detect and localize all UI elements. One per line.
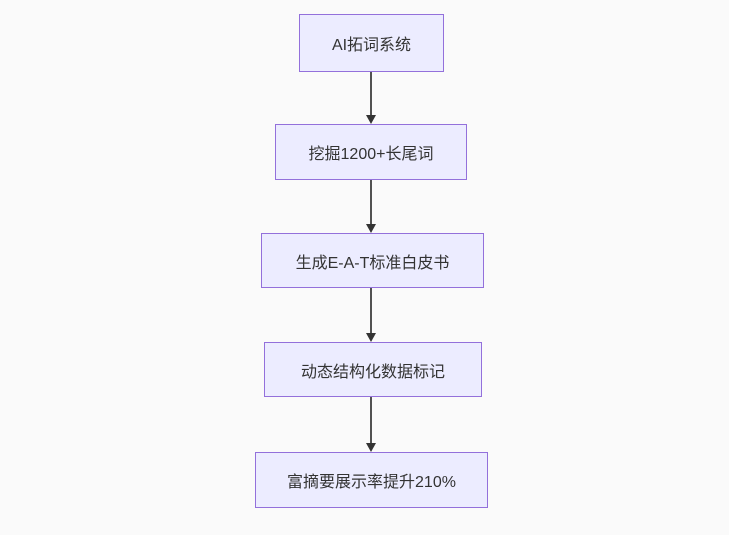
- flow-node-structured-data-markup: 动态结构化数据标记: [264, 342, 482, 397]
- node-label: AI拓词系统: [331, 37, 412, 54]
- flow-edge-1: [363, 72, 379, 124]
- node-label: 动态结构化数据标记: [300, 363, 445, 381]
- flow-node-eat-whitepaper: 生成E-A-T标准白皮书: [261, 233, 484, 288]
- arrowhead-down-icon: [366, 115, 376, 124]
- flow-node-rich-snippet-rate: 富摘要展示率提升210%: [255, 452, 488, 508]
- flow-edge-4: [363, 397, 379, 452]
- arrow-stem: [370, 180, 372, 225]
- arrowhead-down-icon: [366, 443, 376, 452]
- arrow-stem: [370, 72, 372, 116]
- flow-edge-3: [363, 288, 379, 342]
- node-label: 生成E-A-T标准白皮书: [295, 254, 450, 272]
- node-label: 富摘要展示率提升210%: [287, 474, 456, 491]
- arrow-stem: [370, 288, 372, 334]
- arrowhead-down-icon: [366, 333, 376, 342]
- arrow-stem: [370, 397, 372, 444]
- arrowhead-down-icon: [366, 224, 376, 233]
- flow-node-longtail-keywords: 挖掘1200+长尾词: [275, 124, 467, 180]
- flow-edge-2: [363, 180, 379, 233]
- node-label: 挖掘1200+长尾词: [308, 146, 434, 163]
- flow-node-ai-expansion-system: AI拓词系统: [299, 14, 444, 72]
